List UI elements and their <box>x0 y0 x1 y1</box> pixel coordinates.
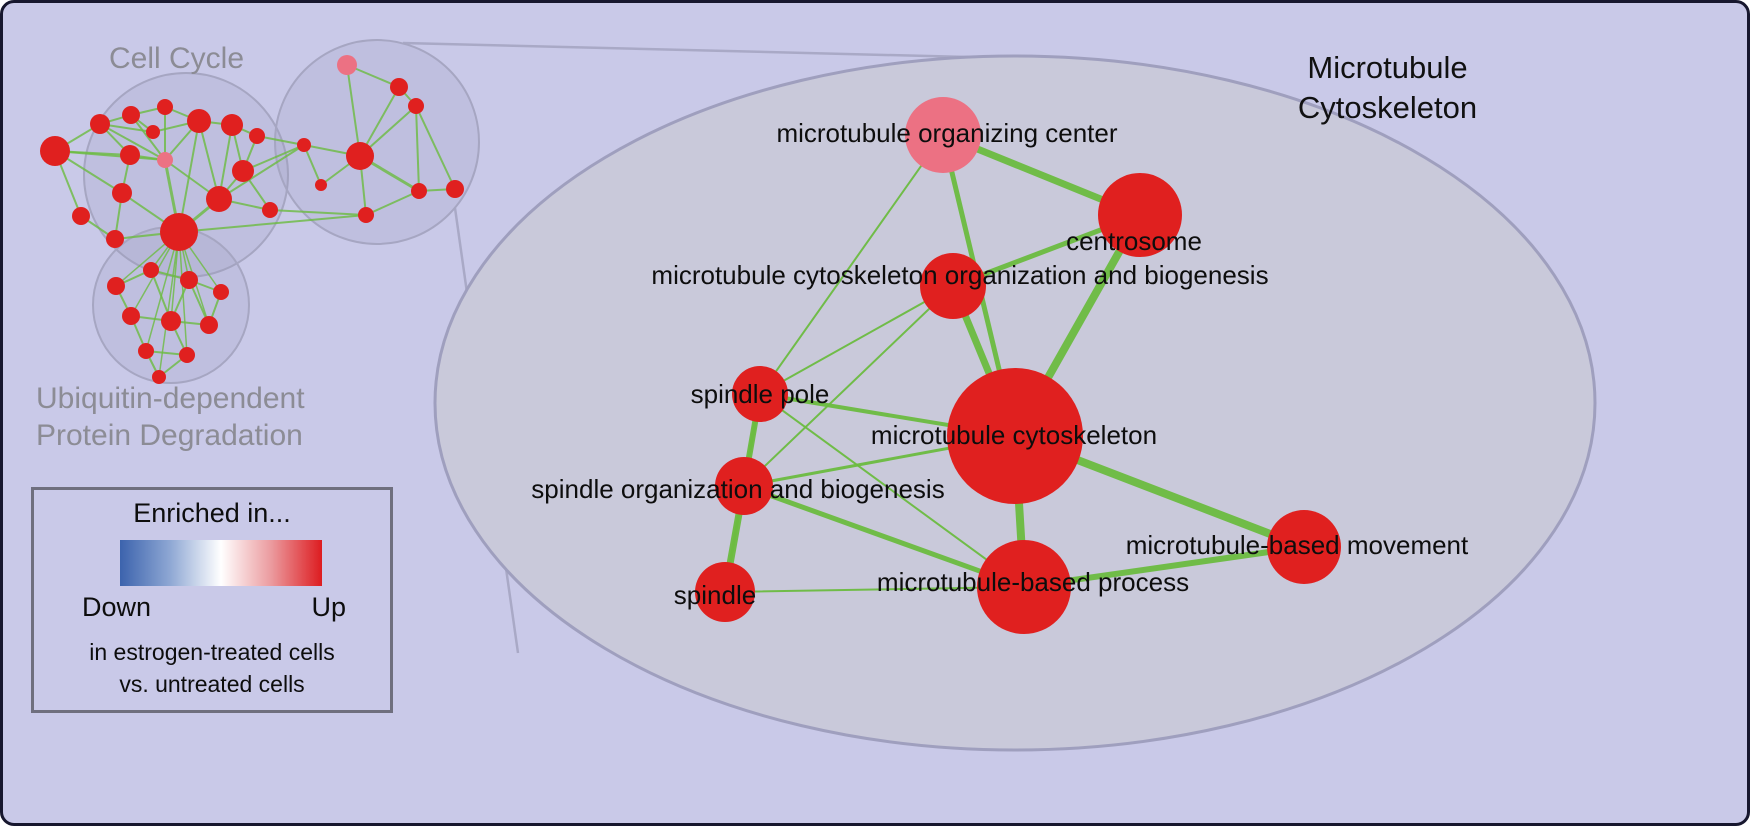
node-label-spindle-pole: spindle pole <box>691 379 830 409</box>
overview-node-mt8[interactable] <box>358 207 374 223</box>
overview-node-mt4[interactable] <box>297 138 311 152</box>
overview-node-cc14[interactable] <box>206 186 232 212</box>
overview-edge-mt3-mt7 <box>415 105 420 192</box>
legend-up-label: Up <box>311 592 346 622</box>
legend-caption-line2: vs. untreated cells <box>119 671 305 698</box>
overview-edge-mt4-mt9 <box>303 144 322 186</box>
edge-mco-spindle-pole <box>759 285 954 395</box>
overview-edge-cc16-mt8 <box>269 209 367 216</box>
overview-node-mt9[interactable] <box>315 179 327 191</box>
microtubule-cytoskeleton-title-line2: Cytoskeleton <box>1297 89 1478 125</box>
overview-edge-mt7-mt8 <box>365 190 420 216</box>
node-spindle-pole[interactable] <box>732 366 788 422</box>
node-centrosome[interactable] <box>1098 173 1182 257</box>
overview-edge-cc5-cc14 <box>198 120 220 200</box>
node-label-spindle-organization: spindle organization and biogenesis <box>531 474 944 504</box>
overview-node-cc17[interactable] <box>146 125 160 139</box>
overview-edge-cc1-cc8 <box>54 150 166 161</box>
edge-spindle-process <box>724 586 1025 593</box>
legend-title: Enriched in... <box>133 498 291 528</box>
ubiquitin-cluster-label-line2: Protein Degradation <box>36 418 303 452</box>
node-process[interactable] <box>977 540 1071 634</box>
microtubule-cytoskeleton-title-line1: Microtubule <box>1307 50 1468 85</box>
node-spindle[interactable] <box>695 562 755 622</box>
edge-moc-spindle-pole <box>759 134 944 395</box>
overview-edge-cc15-mt4 <box>242 144 305 172</box>
overview-node-cc15[interactable] <box>232 160 254 182</box>
overview-node-cc1[interactable] <box>40 136 70 166</box>
node-spindle-organization[interactable] <box>715 457 773 515</box>
overview-node-ub2[interactable] <box>143 262 159 278</box>
overview-node-ub9[interactable] <box>179 347 195 363</box>
overview-node-mt7[interactable] <box>411 183 427 199</box>
overview-node-mt1[interactable] <box>337 55 357 75</box>
overview-node-mt5[interactable] <box>346 142 374 170</box>
overview-edge-cc13-mt8 <box>178 214 367 233</box>
legend-down-label: Down <box>82 592 152 622</box>
edge-spindle-organization-process <box>741 483 1027 590</box>
overview-node-mt3[interactable] <box>408 98 424 114</box>
node-microtubule-cytoskeleton[interactable] <box>947 368 1083 504</box>
zoom-connector-line-1 <box>402 41 1009 60</box>
ubiquitin-cluster-label-line1: Ubiquitin-dependent <box>36 382 305 415</box>
node-label-microtubule-cytoskeleton: microtubule cytoskeleton <box>871 420 1157 450</box>
edge-process-movement <box>1021 544 1307 590</box>
overview-node-ub4[interactable] <box>213 284 229 300</box>
ubiquitin-cluster-label: Ubiquitin-dependent Protein Degradation <box>36 381 305 455</box>
overview-node-cc5[interactable] <box>187 109 211 133</box>
overview-node-cc13[interactable] <box>160 213 198 251</box>
overview-node-cc4[interactable] <box>157 99 173 115</box>
node-mco[interactable] <box>920 253 986 319</box>
overview-node-ub10[interactable] <box>152 370 166 384</box>
overview-node-cc11[interactable] <box>72 207 90 225</box>
overview-edge-mt3-mt6 <box>415 105 456 190</box>
overview-edge-cc2-cc8 <box>99 123 166 161</box>
legend-gradient-bar <box>120 540 322 586</box>
overview-node-cc2[interactable] <box>90 114 110 134</box>
overview-node-cc3[interactable] <box>122 106 140 124</box>
overview-node-mt2[interactable] <box>390 78 408 96</box>
overview-node-cc12[interactable] <box>106 230 124 248</box>
node-label-centrosome: centrosome <box>1066 226 1202 256</box>
overview-node-mt6[interactable] <box>446 180 464 198</box>
overview-node-cc16[interactable] <box>262 202 278 218</box>
cell-cycle-cluster-label: Cell Cycle <box>109 42 245 75</box>
overview-node-cc9[interactable] <box>120 145 140 165</box>
legend-endpoint-labels: Down Up <box>82 592 346 623</box>
node-label-spindle: spindle <box>674 580 756 610</box>
network-svg: microtubule organizing center centrosome m… <box>40 39 1597 752</box>
node-moc[interactable] <box>905 97 981 173</box>
overview-node-ub5[interactable] <box>122 307 140 325</box>
node-label-process: microtubule-based process <box>877 567 1189 597</box>
overview-node-ub8[interactable] <box>138 343 154 359</box>
overview-node-ub6[interactable] <box>161 311 181 331</box>
overview-node-cc7[interactable] <box>249 128 265 144</box>
overview-node-ub1[interactable] <box>107 277 125 295</box>
overview-node-ub3[interactable] <box>180 271 198 289</box>
node-label-moc: microtubule organizing center <box>776 118 1117 148</box>
overview-edge-cc13-ub8 <box>145 231 180 352</box>
legend-caption-line1: in estrogen-treated cells <box>89 639 335 665</box>
node-label-mco: microtubule cytoskeleton organization an… <box>651 260 1268 290</box>
cluster-circle-ubiquitin <box>92 226 250 384</box>
microtubule-cytoskeleton-title: Microtubule Cytoskeleton <box>1265 48 1510 127</box>
overview-node-ub7[interactable] <box>200 316 218 334</box>
node-label-movement: microtubule-based movement <box>1126 530 1469 560</box>
node-movement[interactable] <box>1267 510 1341 584</box>
edge-spindle-pole-process <box>759 393 1025 588</box>
overview-edge-cc14-mt4 <box>218 144 305 200</box>
overview-edge-cc3-cc8 <box>130 114 166 161</box>
legend-caption: in estrogen-treated cells vs. untreated … <box>34 636 390 700</box>
edge-mco-spindle-organization <box>743 285 954 487</box>
overview-node-cc10[interactable] <box>112 183 132 203</box>
overview-node-cc6[interactable] <box>221 114 243 136</box>
legend: Enriched in... Down Up in estrogen-treat… <box>31 487 393 713</box>
overview-node-cc8[interactable] <box>157 152 173 168</box>
overview-edge-mt1-mt5 <box>346 64 361 157</box>
